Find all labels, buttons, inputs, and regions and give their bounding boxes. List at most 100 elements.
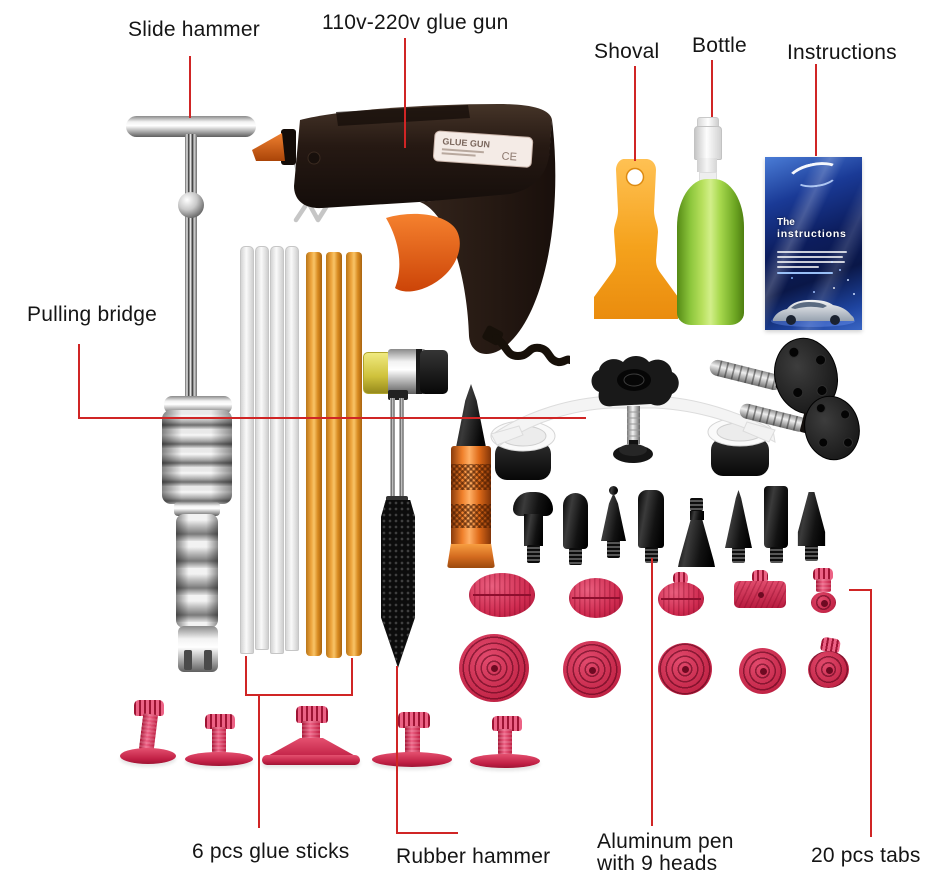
tab-body <box>658 582 704 616</box>
booklet-car-wheel <box>830 315 840 325</box>
slide-hammer-weight-cap <box>164 396 232 414</box>
bottle-collar <box>697 158 717 172</box>
head-stud <box>526 545 540 563</box>
callout-line-rubber-hammer-h <box>396 832 458 834</box>
scraper-body <box>594 159 678 319</box>
slide-hammer-weight <box>162 410 232 504</box>
head-cone <box>725 490 752 548</box>
glue-stick-orange <box>326 252 342 658</box>
glue-stick-orange <box>346 252 362 656</box>
tab-base <box>185 752 253 766</box>
tab-stem <box>816 579 831 592</box>
rubber-hammer-grip <box>381 500 415 668</box>
head-stud <box>607 540 620 558</box>
booklet-title-line1: The <box>777 217 795 228</box>
tab-base <box>262 755 360 765</box>
scraper-drawing <box>594 159 678 319</box>
adapter-disc-hole <box>788 346 800 358</box>
tab-cap <box>492 716 522 731</box>
head-stud <box>569 548 582 565</box>
head-cone <box>797 492 826 546</box>
tap-down-head-tall-cylinder <box>764 486 788 563</box>
aluminum-pen-hex-base <box>447 544 495 568</box>
aluminum-pen-knurl <box>451 464 491 490</box>
bridge-knob-hole <box>617 369 651 391</box>
tab-stem <box>498 729 512 755</box>
label-instructions: Instructions <box>787 41 897 64</box>
booklet-title: The instructions <box>777 217 847 240</box>
glue-tab-puller <box>372 712 454 770</box>
glue-gun-trigger <box>386 213 460 292</box>
label-glue-gun: 110v-220v glue gun <box>322 11 509 34</box>
booklet-car-wheel <box>786 315 796 325</box>
tab-cap <box>205 714 235 729</box>
adapter-stud <box>739 403 807 432</box>
glue-tab-mini <box>808 568 838 614</box>
booklet-link-line <box>777 272 833 274</box>
label-tabs: 20 pcs tabs <box>811 844 921 867</box>
glue-tab-puller <box>470 716 542 770</box>
tap-down-head-cone <box>725 490 752 563</box>
glue-gun-top-ridge <box>336 105 470 126</box>
glue-tab-puller <box>185 714 255 768</box>
adapter-disc-hole <box>792 386 804 398</box>
bridge-center-foot-top <box>619 444 647 456</box>
bottle-body <box>677 179 744 325</box>
rubber-hammer <box>360 346 452 672</box>
slide-hammer-end-slot <box>184 650 192 670</box>
head-tip-ball <box>609 486 618 495</box>
rubber-hammer-head-ring <box>416 349 422 394</box>
head-neck <box>689 511 704 520</box>
spray-bottle <box>676 115 746 327</box>
glue-tab-puller-large <box>262 706 361 766</box>
adapter-disc-hole <box>818 437 829 448</box>
adapter-disc-hole <box>816 385 828 397</box>
callout-line-glue-sticks-bracket <box>245 694 353 696</box>
tab-base <box>811 592 836 613</box>
glue-gun-nozzle-ring <box>281 129 296 165</box>
label-aluminum-pen-line1: Aluminum pen <box>597 830 734 853</box>
adapter-disc-hole <box>815 403 826 414</box>
glue-tab-disc <box>658 643 712 695</box>
booklet-car <box>771 299 855 327</box>
label-glue-sticks: 6 pcs glue sticks <box>192 840 350 863</box>
bridge-beam <box>492 395 776 447</box>
adapter-disc-hole <box>842 437 853 448</box>
glue-tab-round-stem <box>657 572 705 618</box>
callout-line-glue-sticks-right <box>351 658 353 696</box>
tab-stem <box>302 721 320 741</box>
slide-hammer-collar <box>174 502 220 516</box>
rubber-hammer-black-face <box>420 350 448 394</box>
callout-line-tabs-v <box>870 589 872 837</box>
booklet-title-line2: instructions <box>777 228 847 240</box>
tap-down-head-pointed <box>601 486 626 558</box>
callout-line-glue-sticks-left <box>245 656 247 696</box>
callout-line-aluminum-pen <box>651 558 653 826</box>
aluminum-pen <box>447 384 495 568</box>
glue-stick-orange <box>306 252 322 656</box>
tap-down-head-bullet <box>563 493 588 565</box>
glue-gun-drawing: GLUE GUN CE <box>252 104 574 367</box>
booklet-text-line <box>777 256 843 258</box>
glue-gun-nozzle <box>252 133 285 161</box>
bridge-left-foam-pad <box>495 442 551 480</box>
head-stud <box>769 547 783 563</box>
booklet-logo <box>784 157 844 195</box>
slide-hammer-lower-shaft <box>176 514 218 628</box>
tap-down-heads-row <box>510 484 840 576</box>
head-flare <box>678 520 715 567</box>
glue-gun-cord <box>492 334 574 367</box>
callout-line-pulling-bridge-v <box>78 344 80 419</box>
callout-line-pulling-bridge-h <box>78 417 586 419</box>
scraper <box>590 156 682 324</box>
callout-line-glue-sticks-drop <box>258 696 260 828</box>
slide-hammer-shaft <box>185 134 197 414</box>
glue-tab-puller <box>120 700 178 768</box>
booklet-car-windows <box>791 302 827 309</box>
glue-gun-ce-mark: CE <box>501 150 517 163</box>
tab-stem <box>212 727 226 753</box>
adapter-disc-hole <box>815 354 827 366</box>
glue-sticks-white <box>240 246 300 656</box>
head-dome <box>513 492 553 516</box>
